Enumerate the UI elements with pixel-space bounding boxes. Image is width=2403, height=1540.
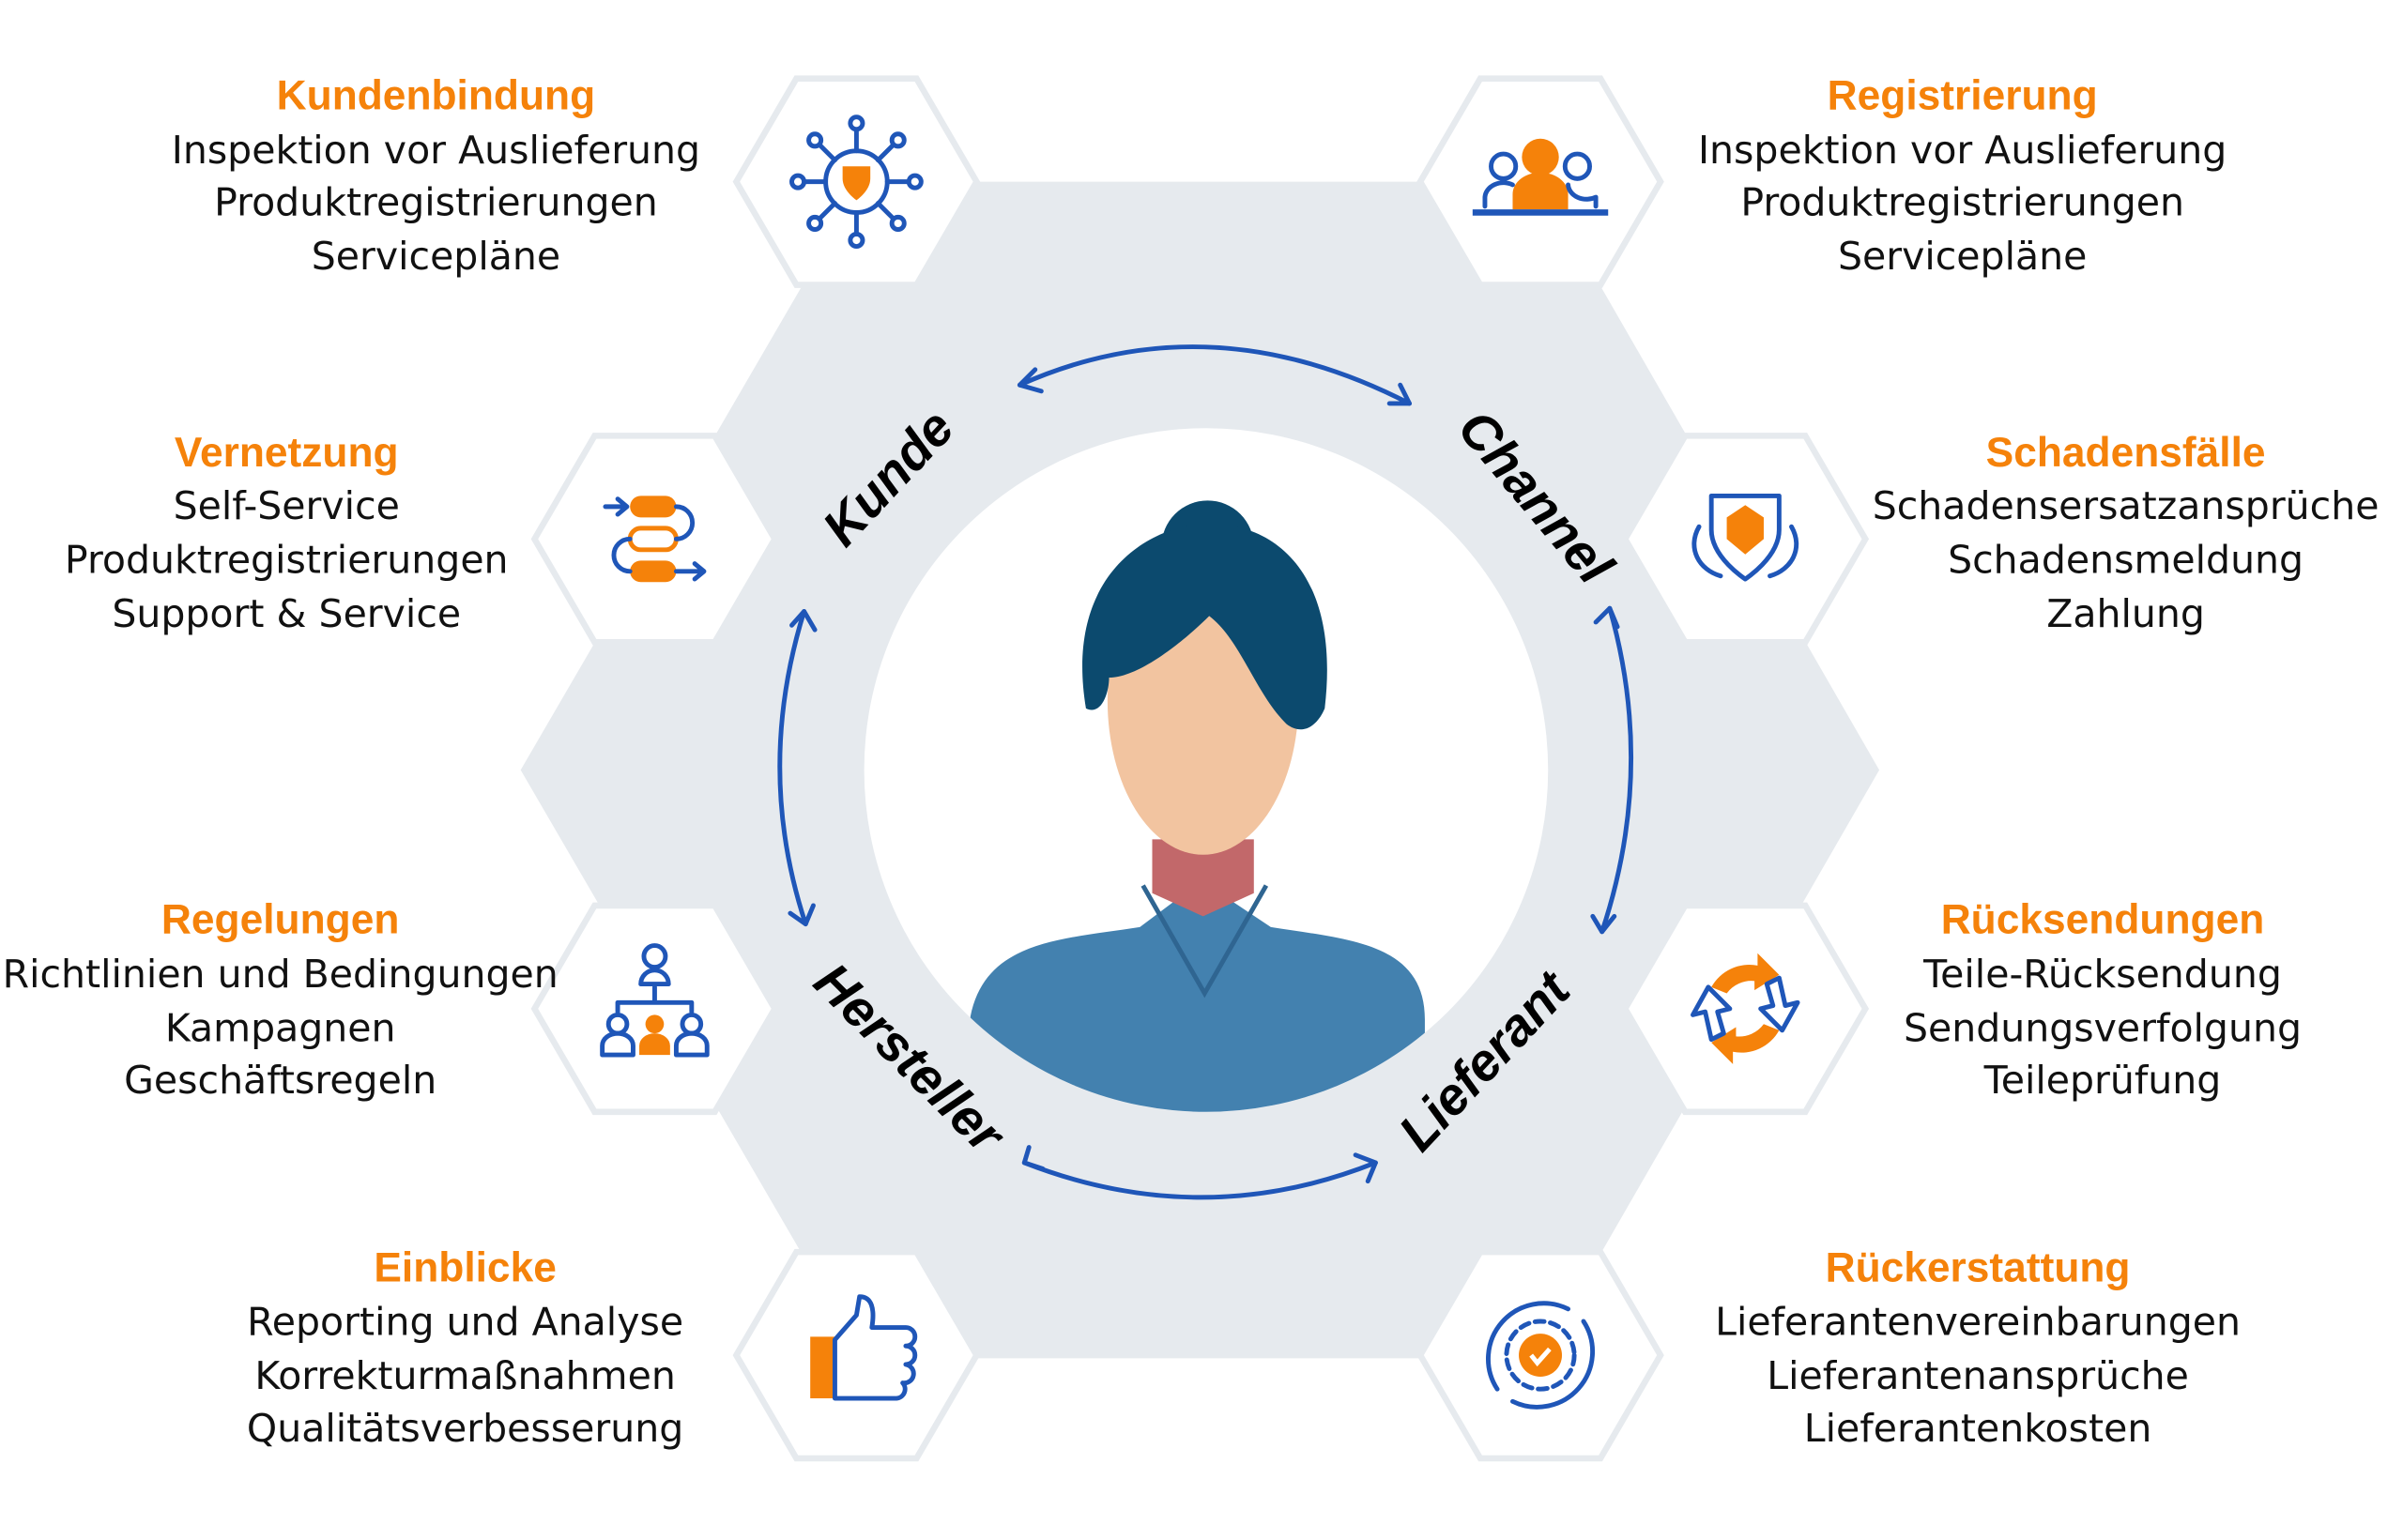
workflow-icon — [603, 496, 707, 583]
block-line: Servicepläne — [1838, 234, 2087, 279]
block-line: Lieferantenkosten — [1804, 1406, 2152, 1451]
block-line: Servicepläne — [312, 234, 560, 279]
icon-hexagons — [530, 75, 1870, 1462]
block-line: Qualitätsverbesserung — [247, 1406, 683, 1451]
block-line: Teile-Rücksendung — [1922, 952, 2282, 997]
block-title: Regelungen — [161, 896, 399, 942]
block-regelungen: Regelungen Richtlinien und Bedingungen K… — [3, 896, 559, 1103]
block-line: Schadensmeldung — [1948, 537, 2304, 582]
block-rueckerstattung: Rückerstattung Lieferantenvereinbarungen… — [1715, 1244, 2241, 1451]
block-line: Zahlung — [2046, 591, 2205, 636]
users-group-icon — [1472, 138, 1609, 216]
block-kundenbindung: Kundenbindung Inspektion vor Auslieferun… — [172, 73, 700, 280]
block-line: Self-Service — [174, 483, 400, 528]
block-line: Lieferantenansprüche — [1767, 1353, 2189, 1398]
block-line: Sendungsverfolgung — [1904, 1005, 2302, 1050]
block-line: Lieferantenvereinbarungen — [1715, 1300, 2241, 1345]
block-schadensfaelle: Schadensfälle Schadensersatzansprüche Sc… — [1873, 430, 2380, 636]
block-line: Reporting und Analyse — [247, 1300, 683, 1345]
refresh-arrows-icon — [1691, 953, 1800, 1064]
block-line: Schadensersatzansprüche — [1873, 483, 2380, 528]
block-title: Einblicke — [374, 1244, 557, 1290]
hex-einblicke — [732, 1248, 981, 1462]
block-title: Schadensfälle — [1986, 430, 2266, 476]
block-line: Teileprüfung — [1983, 1058, 2222, 1103]
block-line: Kampagnen — [165, 1005, 396, 1050]
network-shield-icon — [789, 114, 924, 250]
block-registrierung: Registrierung Inspektion vor Auslieferun… — [1698, 73, 2227, 280]
gear-check-icon — [1486, 1301, 1595, 1410]
block-line: Support & Service — [112, 591, 461, 636]
block-line: Inspektion vor Auslieferung — [172, 128, 700, 173]
block-line: Produktregistrierungen — [1740, 180, 2184, 225]
block-title: Registrierung — [1828, 73, 2098, 119]
block-line: Produktregistrierungen — [214, 180, 658, 225]
block-line: Korrekturmaßnahmen — [254, 1353, 676, 1398]
hierarchy-icon — [600, 943, 710, 1058]
customer-avatar — [962, 500, 1425, 1112]
block-einblicke: Einblicke Reporting und Analyse Korrektu… — [247, 1244, 683, 1451]
block-ruecksendungen: Rücksendungen Teile-Rücksendung Sendungs… — [1904, 896, 2302, 1103]
hex-regelungen — [530, 902, 779, 1116]
block-title: Rücksendungen — [1941, 896, 2265, 942]
block-line: Richtlinien und Bedingungen — [3, 952, 559, 997]
block-title: Rückerstattung — [1826, 1244, 2131, 1290]
block-line: Produktregistrierungen — [65, 537, 509, 582]
block-line: Inspektion vor Auslieferung — [1698, 128, 2227, 173]
block-title: Kundenbindung — [277, 73, 596, 119]
block-line: Geschäftsregeln — [124, 1058, 436, 1103]
cycle-arrows — [777, 344, 1634, 1200]
shield-laurel-icon — [1691, 493, 1799, 582]
thumbs-up-icon — [810, 1294, 918, 1401]
block-title: Vernetzung — [175, 430, 399, 476]
hex-ruecksendungen — [1621, 902, 1870, 1116]
block-vernetzung: Vernetzung Self-Service Produktregistrie… — [65, 430, 509, 636]
